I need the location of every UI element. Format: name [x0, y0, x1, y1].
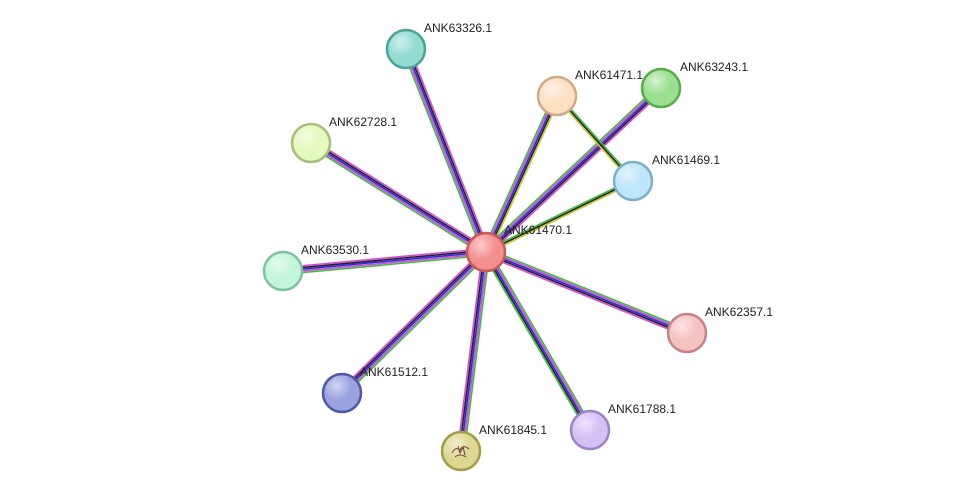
edge-strand: [485, 251, 591, 431]
edge-strand: [312, 139, 489, 250]
node-ank61788-1[interactable]: [569, 409, 611, 451]
node-label-ank62357-1: ANK62357.1: [705, 305, 773, 319]
edge-strand: [340, 250, 486, 393]
edge-strand: [461, 252, 489, 452]
edge-strand: [460, 251, 487, 452]
edge-strand: [282, 249, 486, 271]
edge-strand: [403, 49, 486, 253]
edge-strand: [482, 253, 588, 433]
node-ank62357-1[interactable]: [666, 312, 708, 354]
edge-strand: [482, 94, 555, 251]
edge-strand: [408, 47, 490, 252]
edge-ank61470-1-ank63326-1: [402, 47, 490, 254]
edge-strand: [484, 254, 687, 337]
node-highlight: [324, 375, 360, 411]
node-label-ank61788-1: ANK61788.1: [608, 402, 676, 416]
node-label-ank61471-1: ANK61471.1: [575, 68, 643, 82]
edge-strand: [463, 252, 491, 452]
edge-ank61470-1-ank61469-1: [484, 178, 635, 255]
edge-strand: [483, 84, 660, 251]
edge-ank61470-1-ank61512-1: [339, 248, 489, 397]
edge-strand: [405, 48, 487, 253]
node-ank63530-1[interactable]: [262, 250, 304, 292]
edge-strand: [311, 140, 488, 252]
node-highlight: [265, 253, 301, 289]
edge-strand: [486, 96, 560, 254]
node-highlight: [468, 234, 504, 270]
node-ank61469-1[interactable]: [612, 160, 654, 202]
edge-ank61470-1-ank61788-1: [482, 249, 594, 433]
edge-strand: [283, 254, 487, 276]
node-label-ank61470-1: ANK61470.1: [504, 223, 572, 237]
edge-strand: [342, 252, 488, 395]
edge-strand: [488, 97, 561, 254]
edges-layer: [282, 47, 689, 452]
edge-strand: [485, 87, 662, 253]
node-ank62728-1[interactable]: [290, 122, 332, 164]
edge-strand: [486, 249, 688, 333]
edge-strand: [485, 252, 687, 336]
node-highlight: [643, 70, 679, 106]
edge-strand: [484, 178, 633, 252]
edge-strand: [456, 251, 484, 451]
edge-strand: [406, 48, 489, 252]
node-highlight: [669, 315, 705, 351]
node-ank61845-1[interactable]: [440, 430, 482, 472]
node-ank61471-1[interactable]: [536, 75, 578, 117]
node-label-ank61512-1: ANK61512.1: [360, 365, 428, 379]
node-highlight: [388, 31, 424, 67]
edge-ank61470-1-ank61845-1: [456, 251, 491, 452]
edge-strand: [487, 89, 664, 256]
edge-strand: [282, 251, 487, 272]
edge-strand: [310, 142, 487, 253]
edge-ank61470-1-ank62357-1: [484, 248, 689, 337]
node-ank63243-1[interactable]: [640, 67, 682, 109]
edge-ank61470-1-ank63243-1: [483, 84, 664, 256]
edge-strand: [486, 250, 593, 430]
edge-strand: [485, 95, 558, 253]
nodes-layer: [262, 28, 708, 472]
node-ank63326-1[interactable]: [385, 28, 427, 70]
node-highlight: [615, 163, 651, 199]
node-label-ank61469-1: ANK61469.1: [652, 153, 720, 167]
node-label-ank63326-1: ANK63326.1: [424, 21, 492, 35]
edge-strand: [483, 94, 557, 252]
node-highlight: [572, 412, 608, 448]
edge-strand: [485, 180, 634, 253]
protein-structure-icon: [451, 445, 470, 458]
edge-strand: [483, 252, 590, 432]
edge-strand: [283, 252, 487, 274]
edge-strand: [486, 248, 689, 331]
edge-ank61470-1-ank63530-1: [282, 247, 487, 276]
node-highlight: [539, 78, 575, 114]
node-ank61470-1[interactable]: [465, 231, 507, 273]
node-highlight: [293, 125, 329, 161]
node-label-ank63243-1: ANK63243.1: [680, 60, 748, 74]
edge-strand: [488, 249, 594, 429]
edge-strand: [486, 88, 663, 254]
edge-strand: [308, 145, 485, 256]
edge-ank61470-1-ank61471-1: [482, 94, 561, 254]
edge-ank61470-1-ank62728-1: [308, 139, 489, 256]
edge-strand: [402, 49, 484, 254]
edge-strand: [485, 251, 688, 334]
node-label-ank61845-1: ANK61845.1: [479, 423, 547, 437]
node-ank61512-1[interactable]: [321, 372, 363, 414]
edge-strand: [486, 181, 635, 255]
edge-strand: [484, 86, 661, 252]
edge-strand: [458, 251, 486, 451]
edge-strand: [339, 248, 485, 392]
node-label-ank62728-1: ANK62728.1: [329, 115, 397, 129]
node-label-ank63530-1: ANK63530.1: [301, 243, 369, 257]
edge-strand: [341, 251, 487, 394]
edge-strand: [343, 253, 489, 397]
edge-strand: [282, 247, 486, 269]
edge-strand: [309, 143, 486, 255]
